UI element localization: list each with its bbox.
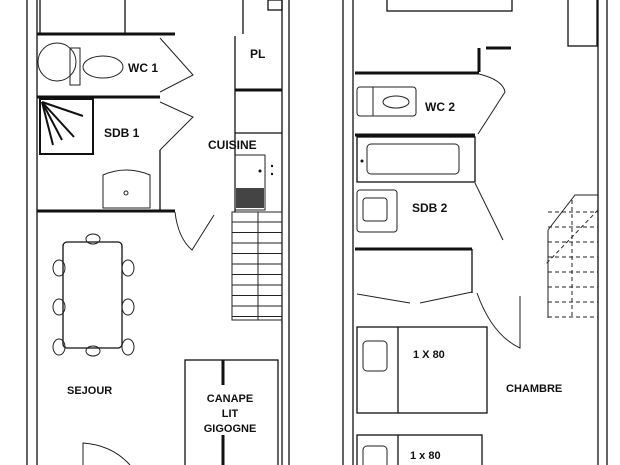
toilet-tank-icon bbox=[69, 47, 81, 86]
sdb-1-label: SDB 1 bbox=[104, 126, 140, 140]
sofa-label-3: GIGOGNE bbox=[204, 423, 257, 435]
sdb-2-room: SDB 2 bbox=[356, 136, 504, 241]
stairs-upper[interactable] bbox=[544, 194, 599, 318]
wc-1-room: WC 1 bbox=[37, 37, 194, 93]
kitchen-label: CUISINE bbox=[208, 138, 257, 152]
bedroom-door[interactable] bbox=[476, 292, 521, 349]
sdb-2-door[interactable] bbox=[474, 182, 504, 241]
sink-icon bbox=[102, 169, 151, 209]
toilet-icon bbox=[356, 86, 417, 117]
bed-1: 1 X 80 bbox=[356, 326, 488, 414]
wc-2-room: WC 2 bbox=[356, 73, 506, 135]
pl-label: PL bbox=[250, 47, 265, 61]
dining-table-icon bbox=[62, 241, 123, 349]
kitchen: CUISINE bbox=[208, 132, 282, 211]
sofa-bed: CANAPE LIT GIGOGNE bbox=[184, 359, 279, 465]
kitchen-door[interactable] bbox=[174, 211, 215, 251]
wc-1-door[interactable] bbox=[159, 37, 194, 93]
chambre-label: CHAMBRE bbox=[506, 383, 562, 395]
closet-doors[interactable] bbox=[356, 291, 473, 304]
sofa-label-2: LIT bbox=[222, 408, 239, 420]
wc-1-label: WC 1 bbox=[128, 61, 158, 75]
bed-2-label: 1 x 80 bbox=[410, 450, 441, 462]
upper-floor-walls bbox=[342, 0, 608, 465]
sink-icon bbox=[356, 189, 398, 233]
pillow-icon bbox=[362, 445, 388, 465]
entry-door[interactable] bbox=[82, 442, 131, 465]
chair-icons bbox=[52, 233, 135, 357]
toilet-icon bbox=[82, 55, 124, 79]
shower-icon bbox=[39, 98, 94, 155]
stairs-ground[interactable] bbox=[231, 211, 283, 321]
sdb-1-room: SDB 1 bbox=[39, 98, 194, 209]
washbasin-icon bbox=[37, 42, 77, 82]
sdb-1-door[interactable] bbox=[159, 101, 194, 151]
sdb-2-label: SDB 2 bbox=[412, 201, 448, 215]
bed-2: 1 x 80 bbox=[356, 434, 483, 465]
sejour-room: SEJOUR bbox=[52, 233, 135, 465]
pillow-icon bbox=[362, 340, 388, 372]
wc-2-label: WC 2 bbox=[425, 100, 455, 114]
ground-floor-walls bbox=[26, 0, 290, 465]
sofa-label-1: CANAPE bbox=[207, 393, 253, 405]
stove-icon bbox=[234, 154, 266, 211]
bed-1-label: 1 X 80 bbox=[413, 349, 445, 361]
wc-2-door[interactable] bbox=[477, 73, 506, 135]
bathtub-icon bbox=[356, 136, 476, 183]
sejour-label: SEJOUR bbox=[67, 385, 112, 397]
